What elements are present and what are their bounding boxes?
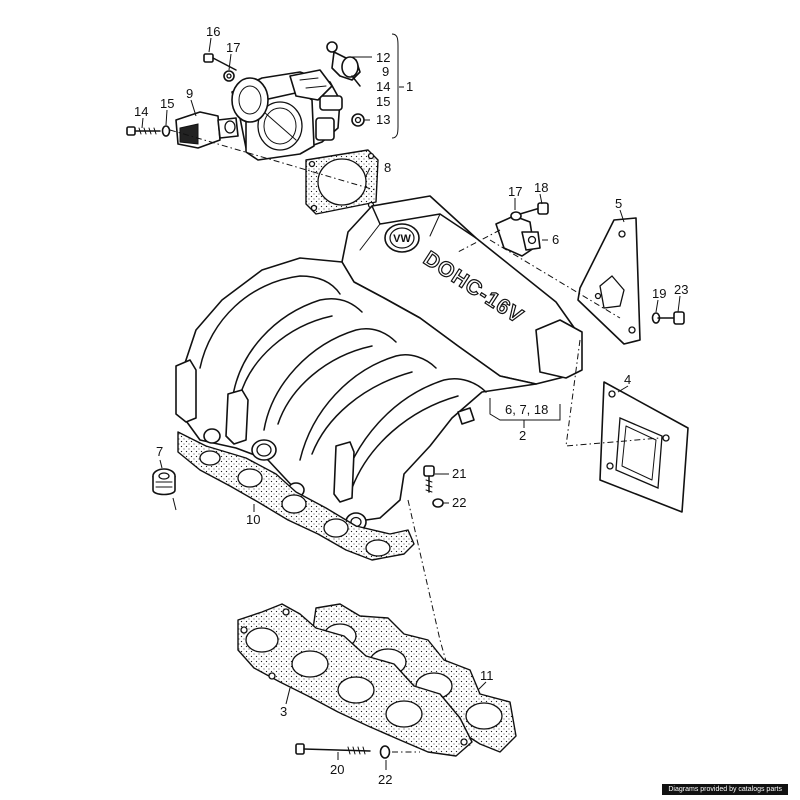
callout-22: 22: [452, 495, 466, 510]
callout-21: 21: [452, 466, 466, 481]
washer-22-bottom: [379, 745, 391, 759]
throttle-switch: [175, 111, 239, 149]
bolt-23: [657, 311, 685, 325]
throttle-body: [231, 69, 343, 161]
callout-6: 6: [552, 232, 559, 247]
callout-7: 7: [156, 444, 163, 459]
throttle-sensor-12: [326, 41, 361, 87]
callout-4: 4: [624, 372, 631, 387]
bolt-20: [295, 743, 371, 755]
lower-manifold-3: [237, 603, 473, 757]
callout-15-left: 15: [160, 96, 174, 111]
washer-22: [432, 498, 444, 508]
washer-17-mid: [510, 211, 522, 221]
callout-11: 11: [480, 668, 494, 683]
bracket-6: [495, 215, 541, 257]
gasket-8-hole: [317, 158, 367, 206]
callout-5: 5: [615, 196, 622, 211]
callout-22-bottom: 22: [378, 772, 392, 787]
washer-15-left: [161, 125, 171, 137]
plug-7: [152, 468, 176, 496]
vw-logo: VW: [384, 223, 420, 253]
callout-9: 9: [186, 86, 193, 101]
callout-8: 8: [384, 160, 391, 175]
bracket-5: [577, 217, 641, 345]
callout-16: 16: [206, 24, 220, 39]
callout-group2: 6, 7, 18: [505, 402, 548, 417]
screw-14-left: [126, 126, 161, 136]
callout-12: 12: [376, 50, 390, 65]
callout-10: 10: [246, 512, 260, 527]
callout-3: 3: [280, 704, 287, 719]
callout-23: 23: [674, 282, 688, 297]
axis-throttle: [169, 129, 376, 191]
nut-13: [351, 113, 365, 127]
callout-17-top: 17: [226, 40, 240, 55]
logo-text: VW: [393, 233, 411, 245]
callout-19: 19: [652, 286, 666, 301]
callout-1: 1: [406, 79, 413, 94]
axis-bracket: [457, 229, 661, 447]
callout-17-mid: 17: [508, 184, 522, 199]
bracket-4: [599, 381, 689, 513]
callout-leaders: [141, 33, 681, 770]
callout-group1-14: 14: [376, 79, 390, 94]
callout-group1-15: 15: [376, 94, 390, 109]
credit-footer: Diagrams provided by catalogs parts: [662, 784, 788, 795]
callout-18-mid: 18: [534, 180, 548, 195]
callout-20: 20: [330, 762, 344, 777]
callout-labels: 16 17 12 9 14 1 15 13 9 14 15 8 17 18 6 …: [134, 24, 688, 787]
bolt-18-mid: [519, 202, 549, 215]
screw-16: [203, 53, 237, 71]
callout-group1-9: 9: [382, 64, 389, 79]
callout-14-left: 14: [134, 104, 148, 119]
callout-13: 13: [376, 112, 390, 127]
bolt-21: [423, 465, 435, 493]
callout-2: 2: [519, 428, 526, 443]
